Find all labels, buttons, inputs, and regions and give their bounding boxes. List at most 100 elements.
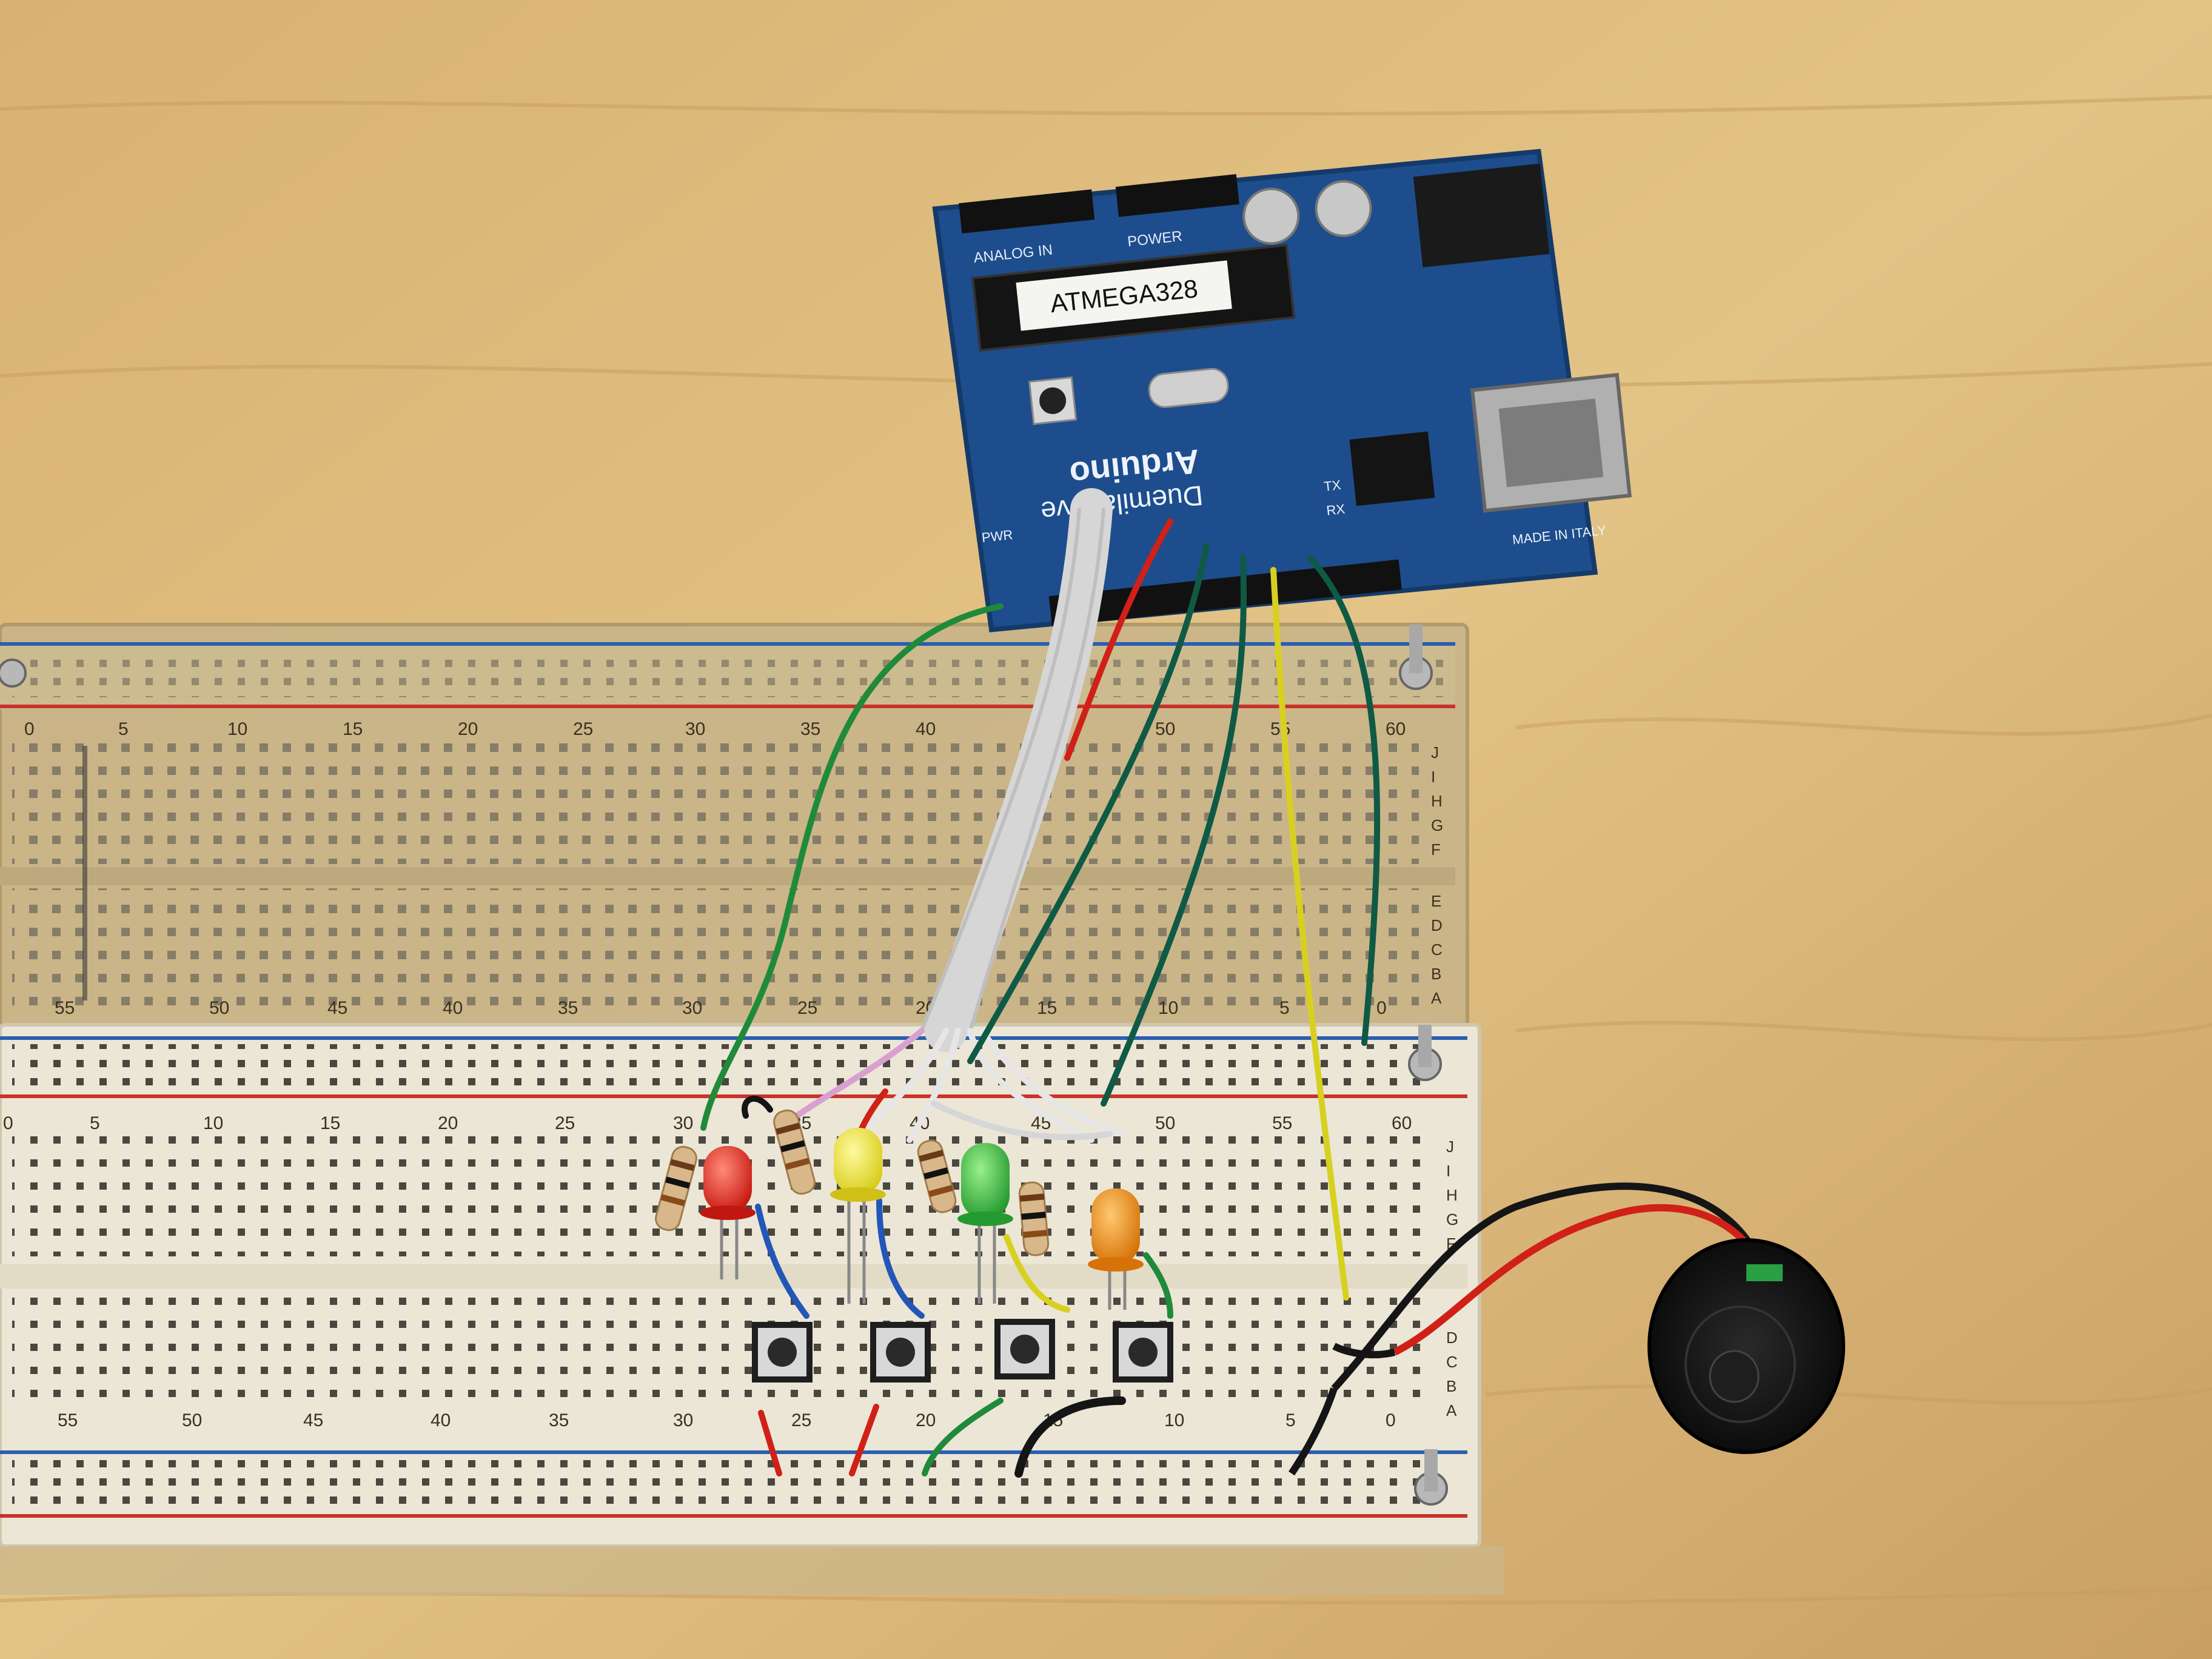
svg-text:J: J [1446,1138,1454,1156]
svg-text:H: H [1446,1186,1458,1204]
svg-text:10: 10 [1158,998,1178,1018]
svg-text:F: F [1431,840,1441,859]
svg-text:5: 5 [90,1113,100,1133]
dark-green-wire-1 [967,543,1210,1064]
push-button-2 [870,1322,931,1382]
svg-text:0: 0 [1386,1410,1396,1430]
svg-text:G: G [1431,816,1443,834]
svg-text:G: G [1446,1210,1458,1228]
svg-text:30: 30 [682,998,702,1018]
red-wire-top [1064,518,1173,761]
resistor-3 [917,1139,957,1213]
svg-text:0: 0 [24,719,35,739]
svg-text:45: 45 [327,998,347,1018]
svg-text:E: E [1431,892,1441,910]
svg-text:30: 30 [685,719,705,739]
push-button-3 [994,1319,1055,1379]
svg-text:5: 5 [118,719,129,739]
svg-text:0: 0 [3,1113,13,1133]
svg-text:D: D [1446,1329,1458,1347]
svg-text:35: 35 [800,719,820,739]
svg-text:40: 40 [431,1410,451,1430]
svg-text:50: 50 [209,998,229,1018]
top-breadboard: 0 5 10 15 20 25 30 35 40 45 50 55 60 J I… [0,623,1469,1033]
svg-text:C: C [1446,1353,1458,1371]
tx-label: TX [1323,477,1342,494]
bottom-board-letters: J I H G F D C B A [1446,1138,1458,1419]
green-short-wire [1143,1252,1173,1319]
svg-text:B: B [1431,965,1441,983]
push-button-4 [1113,1322,1173,1382]
svg-text:5: 5 [1279,998,1290,1018]
svg-text:60: 60 [1392,1113,1412,1133]
red-led [700,1146,756,1279]
svg-text:25: 25 [573,719,593,739]
svg-text:20: 20 [916,1410,936,1430]
rx-label: RX [1326,501,1346,518]
svg-text:25: 25 [797,998,817,1018]
svg-text:45: 45 [303,1410,323,1430]
blue-wire-2 [876,1198,925,1319]
svg-text:10: 10 [203,1113,223,1133]
red-jumper-1 [758,1410,782,1476]
leds [700,1128,1144,1310]
svg-text:I: I [1446,1162,1450,1180]
svg-text:15: 15 [1037,998,1057,1018]
svg-text:15: 15 [343,719,363,739]
push-button-1 [752,1322,813,1382]
svg-text:25: 25 [791,1410,811,1430]
grey-wire [931,1101,1113,1141]
svg-text:60: 60 [1386,719,1406,739]
ribbon-cable [785,488,1125,1143]
bottom-board-numbers-bottom: 55 50 45 40 35 30 25 20 15 10 5 0 [58,1410,1396,1430]
svg-text:10: 10 [1164,1410,1184,1430]
svg-text:50: 50 [1155,1113,1175,1133]
dark-green-wire-3 [1307,555,1381,1046]
svg-text:0: 0 [1376,998,1387,1018]
black-wire [742,1095,773,1119]
green-wire [700,603,1004,1131]
arduino-board: ANALOG IN POWER ATMEGA328 Arduino Duemil… [932,149,1632,632]
green-jumper [922,1398,1004,1476]
svg-text:50: 50 [182,1410,202,1430]
bottom-breadboard: 0 5 10 15 20 25 30 35 40 45 50 55 60 J I… [0,1023,1504,1595]
svg-text:30: 30 [673,1410,693,1430]
svg-text:25: 25 [555,1113,575,1133]
svg-text:50: 50 [1155,719,1175,739]
svg-text:55: 55 [1272,1113,1292,1133]
push-buttons [752,1319,1173,1382]
svg-text:C: C [1431,940,1443,959]
orange-led [1088,1188,1144,1310]
svg-text:A: A [1446,1401,1457,1419]
jumper-wires [700,518,1381,1478]
svg-text:20: 20 [458,719,478,739]
piezo-speaker [1289,1182,1845,1476]
resistor-1 [655,1145,697,1232]
pwr-label: PWR [981,527,1014,545]
blue-wire-1 [755,1204,809,1319]
yellow-short-wire [1004,1234,1070,1313]
svg-text:40: 40 [443,998,463,1018]
svg-text:55: 55 [55,998,75,1018]
resistor-4 [1018,1181,1050,1256]
svg-text:20: 20 [438,1113,458,1133]
svg-text:H: H [1431,792,1443,810]
reset-button-cap [1039,387,1067,414]
yellow-led [830,1128,886,1304]
svg-text:15: 15 [320,1113,340,1133]
svg-text:55: 55 [58,1410,78,1430]
yellow-wire [1270,567,1349,1301]
svg-text:35: 35 [558,998,578,1018]
svg-text:J: J [1431,743,1439,762]
svg-text:D: D [1431,916,1443,934]
svg-text:10: 10 [227,719,247,739]
svg-text:B: B [1446,1377,1456,1395]
black-jumper [1014,1396,1126,1478]
svg-text:I: I [1431,768,1435,786]
mounting-screws [0,625,1448,1506]
resistors [655,1109,1050,1256]
resistor-2 [773,1109,816,1195]
wood-grain [0,95,2212,1605]
top-board-numbers-top: 0 5 10 15 20 25 30 35 40 45 50 55 60 [24,719,1406,739]
